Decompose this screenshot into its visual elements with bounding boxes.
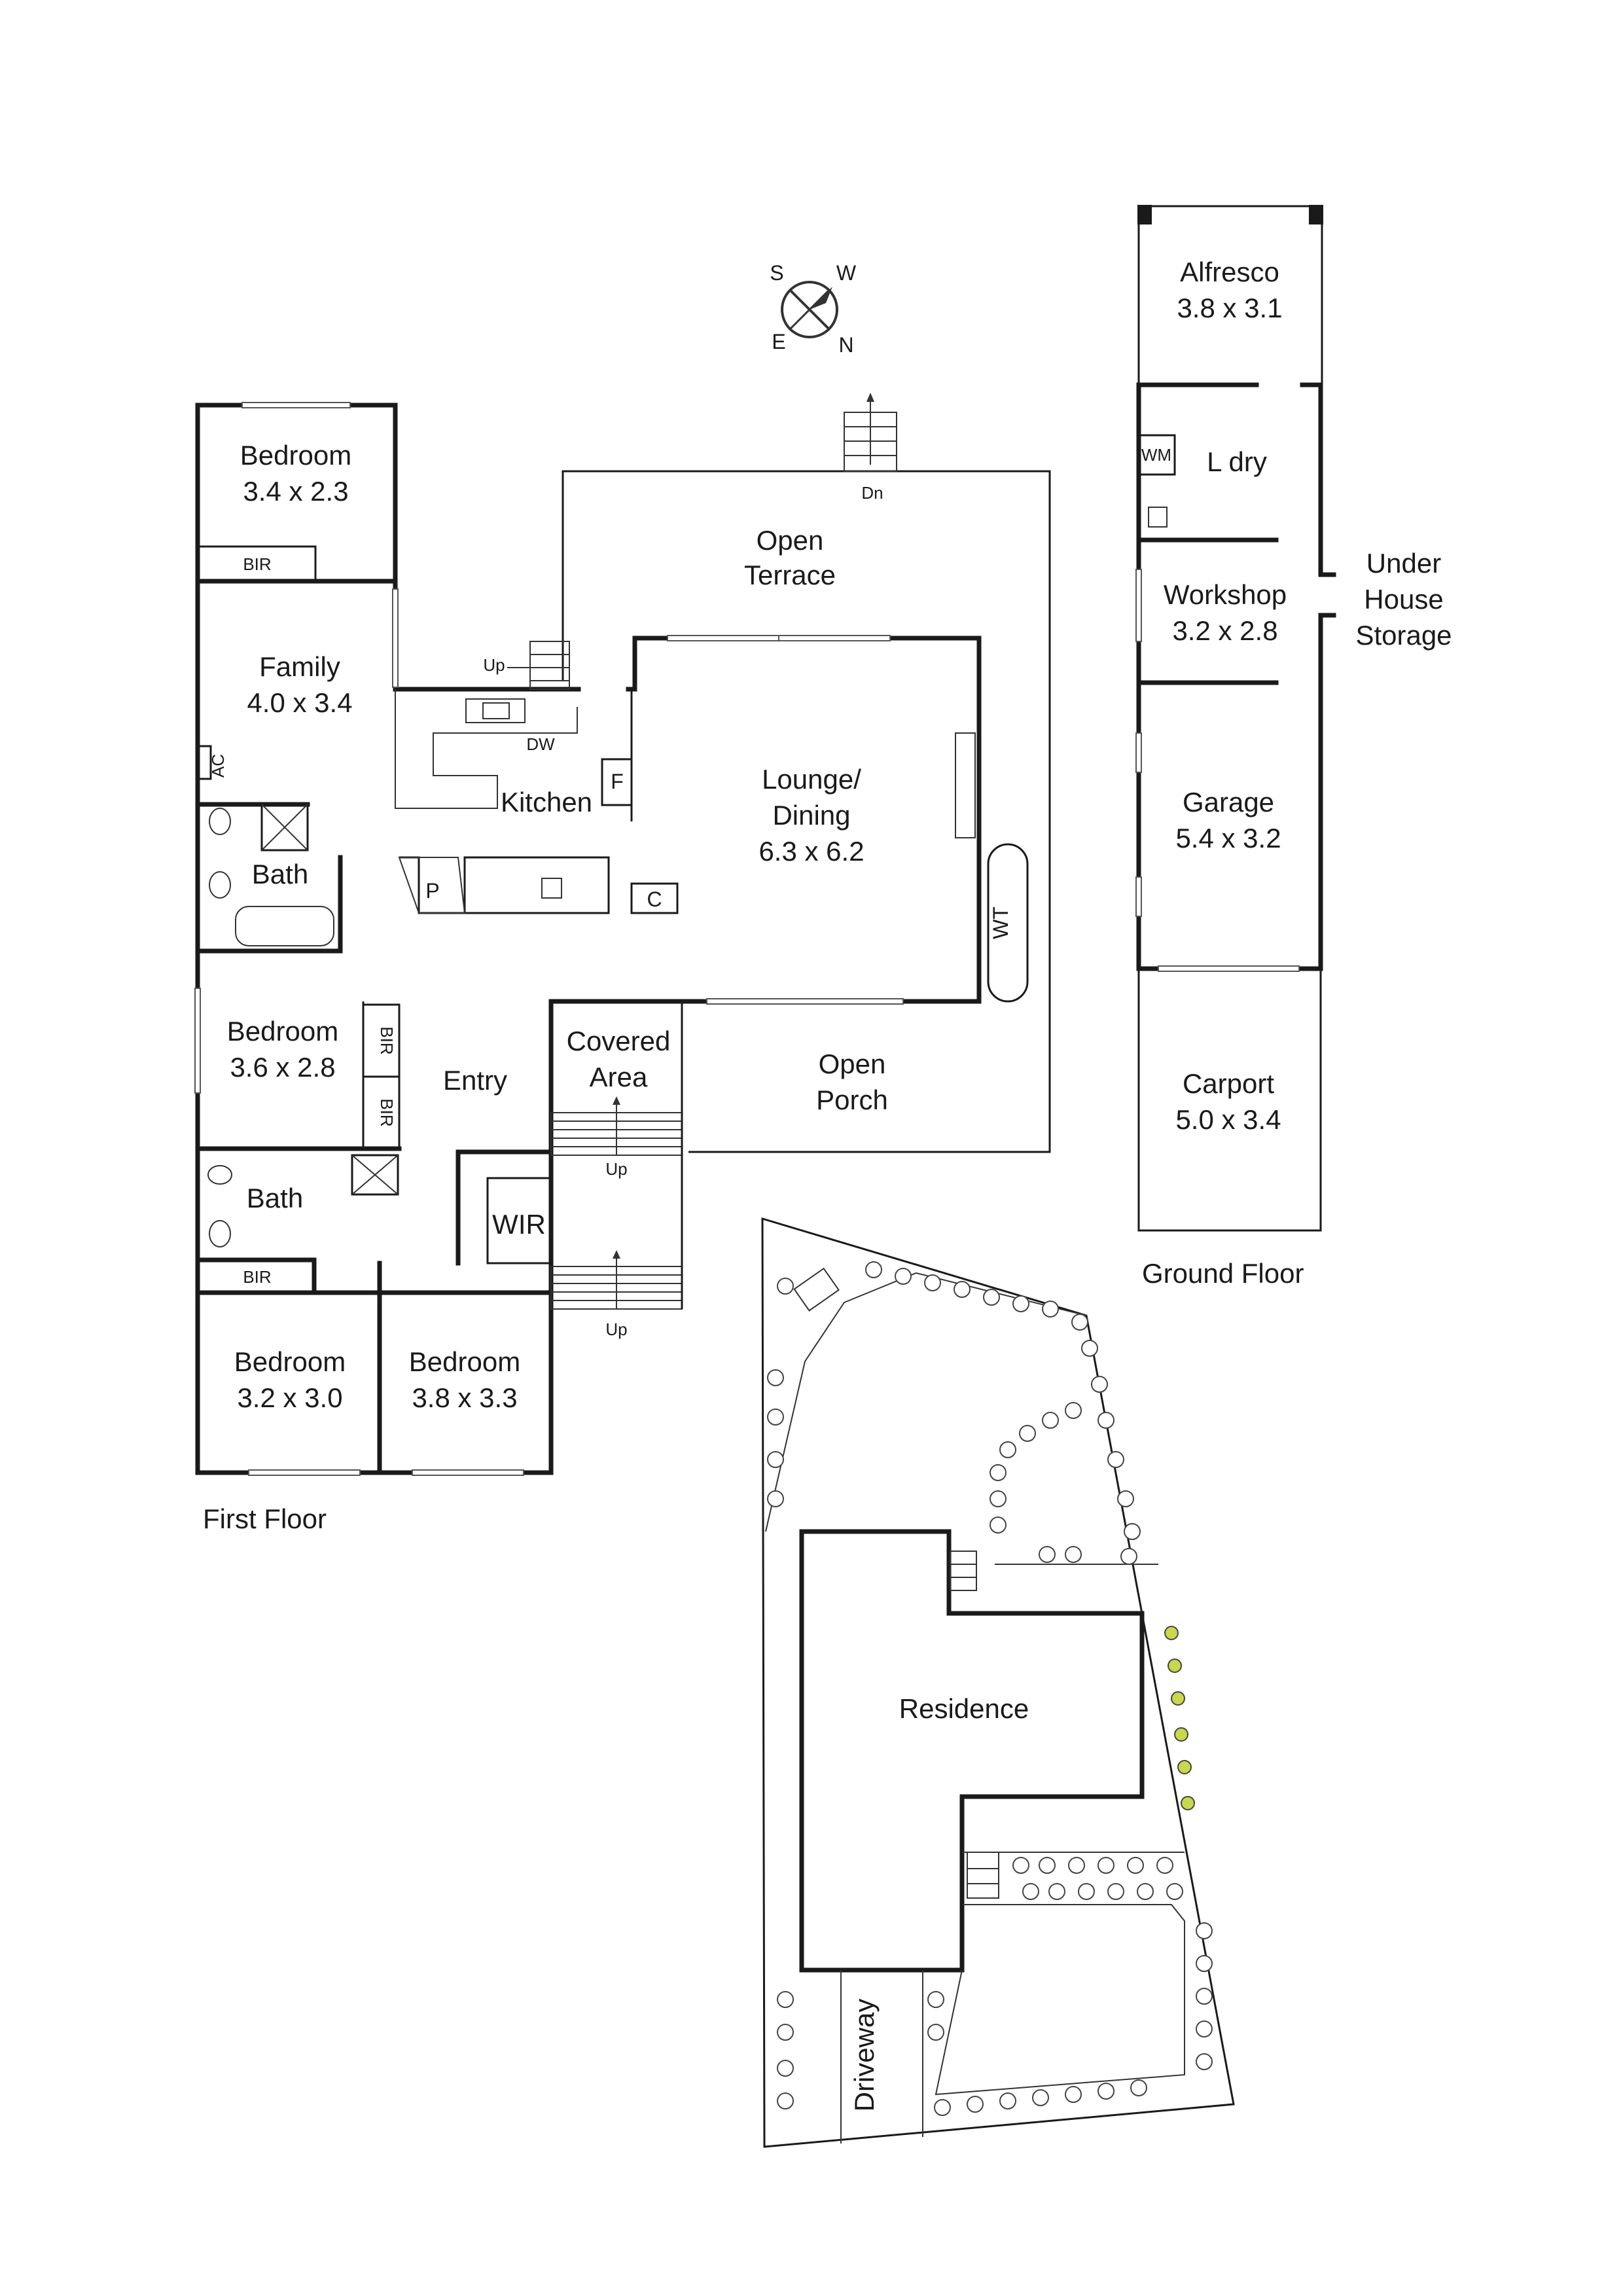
workshop-size: 3.2 x 2.8: [1172, 615, 1277, 646]
workshop-name: Workshop: [1164, 579, 1287, 610]
site-boundary: [761, 1217, 1235, 2148]
basin2: [209, 1220, 231, 1247]
laundry-name: L dry: [1207, 446, 1267, 477]
cupboard-label: C: [647, 888, 662, 911]
first-floor-plan: Dn Up P C F DW: [194, 393, 1051, 1476]
bir-1: [196, 545, 317, 583]
pantry-label: P: [425, 879, 439, 903]
bir-3: [362, 1075, 401, 1150]
shower1: [260, 803, 309, 852]
open-porch-2: Porch: [816, 1085, 888, 1115]
fridge-box: [601, 758, 633, 806]
lounge-name-2: Dining: [772, 800, 850, 831]
open-terrace-outline: [562, 470, 1051, 1153]
terrace-stair: [844, 393, 897, 472]
alfresco-name: Alfresco: [1180, 257, 1279, 287]
site-plan: [761, 1217, 1235, 2148]
bedroom3-name: Bedroom: [234, 1346, 346, 1377]
fridge-label: F: [611, 770, 624, 793]
bedroom3-size: 3.2 x 3.0: [237, 1382, 342, 1413]
lounge-size: 6.3 x 6.2: [758, 836, 864, 867]
bir-3-label: BIR: [377, 1098, 397, 1126]
laundry-tub: [1148, 507, 1168, 528]
tree-icons: [767, 1261, 1213, 2116]
lounge-name-1: Lounge/: [762, 764, 861, 795]
entry-stair-2: [550, 1250, 683, 1310]
toilet2: [207, 1165, 232, 1185]
lounge-wall: [548, 636, 982, 1004]
basin1: [209, 871, 231, 899]
compass-w: W: [836, 261, 857, 285]
family-name: Family: [259, 651, 340, 682]
wm-label: WM: [1141, 445, 1171, 465]
open-terrace-1: Open: [757, 525, 824, 556]
kitchen-name: Kitchen: [501, 787, 592, 817]
kitchen-bench: [395, 689, 578, 809]
bath2-name: Bath: [247, 1183, 303, 1213]
family-size: 4.0 x 3.4: [247, 687, 352, 718]
lounge-fireplace: [955, 732, 976, 838]
laundry-east-wall: [1300, 382, 1323, 577]
carport-size: 5.0 x 3.4: [1175, 1104, 1281, 1135]
ac-label: AC: [208, 754, 228, 778]
entry-stair-1: [550, 1096, 683, 1156]
compass-n: N: [838, 333, 853, 357]
sink: [465, 698, 526, 723]
lawn-outline: [935, 1904, 1185, 2096]
compass-e: E: [772, 330, 785, 353]
kitchen-counter: [398, 856, 679, 914]
under-house-1: Under: [1366, 548, 1441, 579]
wir-west-wall: [455, 1149, 554, 1266]
residence-label: Residence: [899, 1693, 1029, 1724]
main-block-wall: [195, 403, 554, 1475]
washing-machine: [1137, 434, 1176, 476]
bedroom4-name: Bedroom: [409, 1346, 520, 1377]
ac-unit: [196, 745, 212, 780]
first-floor-title: First Floor: [203, 1503, 327, 1534]
dw-label: DW: [526, 734, 555, 754]
open-terrace-2: Terrace: [744, 560, 836, 590]
bedroom4-size: 3.8 x 3.3: [412, 1382, 517, 1413]
driveway-label: Driveway: [849, 1999, 880, 2112]
covered-area-1: Covered: [567, 1026, 671, 1056]
residence-outline: [799, 1529, 1145, 1973]
alfresco-size: 3.8 x 3.1: [1177, 293, 1282, 323]
compass-icon: S W E N: [770, 261, 857, 357]
open-porch-1: Open: [819, 1049, 886, 1079]
ground-floor-title: Ground Floor: [1142, 1258, 1304, 1289]
under-house-2: House: [1364, 584, 1443, 615]
bir-4-label: BIR: [243, 1267, 271, 1287]
garden-bed-north: [765, 1272, 1087, 1532]
toilet1: [209, 808, 231, 835]
covered-area-2: Area: [590, 1062, 648, 1092]
under-house-3: Storage: [1355, 620, 1452, 651]
bathtub: [235, 906, 334, 946]
bedroom2-size: 3.6 x 2.8: [230, 1052, 335, 1083]
terrace-dn-label: Dn: [861, 483, 883, 503]
bath1-name: Bath: [252, 859, 308, 889]
kitchen-up-label: Up: [483, 655, 505, 675]
shower2: [351, 1154, 399, 1196]
garage-size: 5.4 x 3.2: [1175, 823, 1281, 853]
wt-label: WT: [989, 906, 1012, 939]
garage-name: Garage: [1183, 787, 1274, 817]
compass-s: S: [770, 261, 783, 285]
bir-2-label: BIR: [377, 1026, 397, 1054]
carport-outline: [1137, 969, 1322, 1232]
water-tank: [987, 843, 1029, 1003]
wir-box: [486, 1177, 551, 1265]
entry-up-label-2: Up: [605, 1319, 627, 1339]
bedroom1-name: Bedroom: [240, 440, 351, 471]
bedroom2-name: Bedroom: [227, 1016, 338, 1047]
alfresco-outline: [1137, 205, 1323, 385]
bir-1-label: BIR: [243, 554, 271, 574]
bedroom1-size: 3.4 x 2.3: [243, 476, 348, 507]
kitchen-up-stair: [507, 641, 570, 690]
carport-name: Carport: [1183, 1068, 1274, 1099]
ground-floor-plan: WM: [1135, 205, 1336, 1232]
entry-name: Entry: [443, 1065, 507, 1096]
entry-up-label-1: Up: [605, 1159, 627, 1179]
wir-name: WIR: [492, 1209, 546, 1240]
